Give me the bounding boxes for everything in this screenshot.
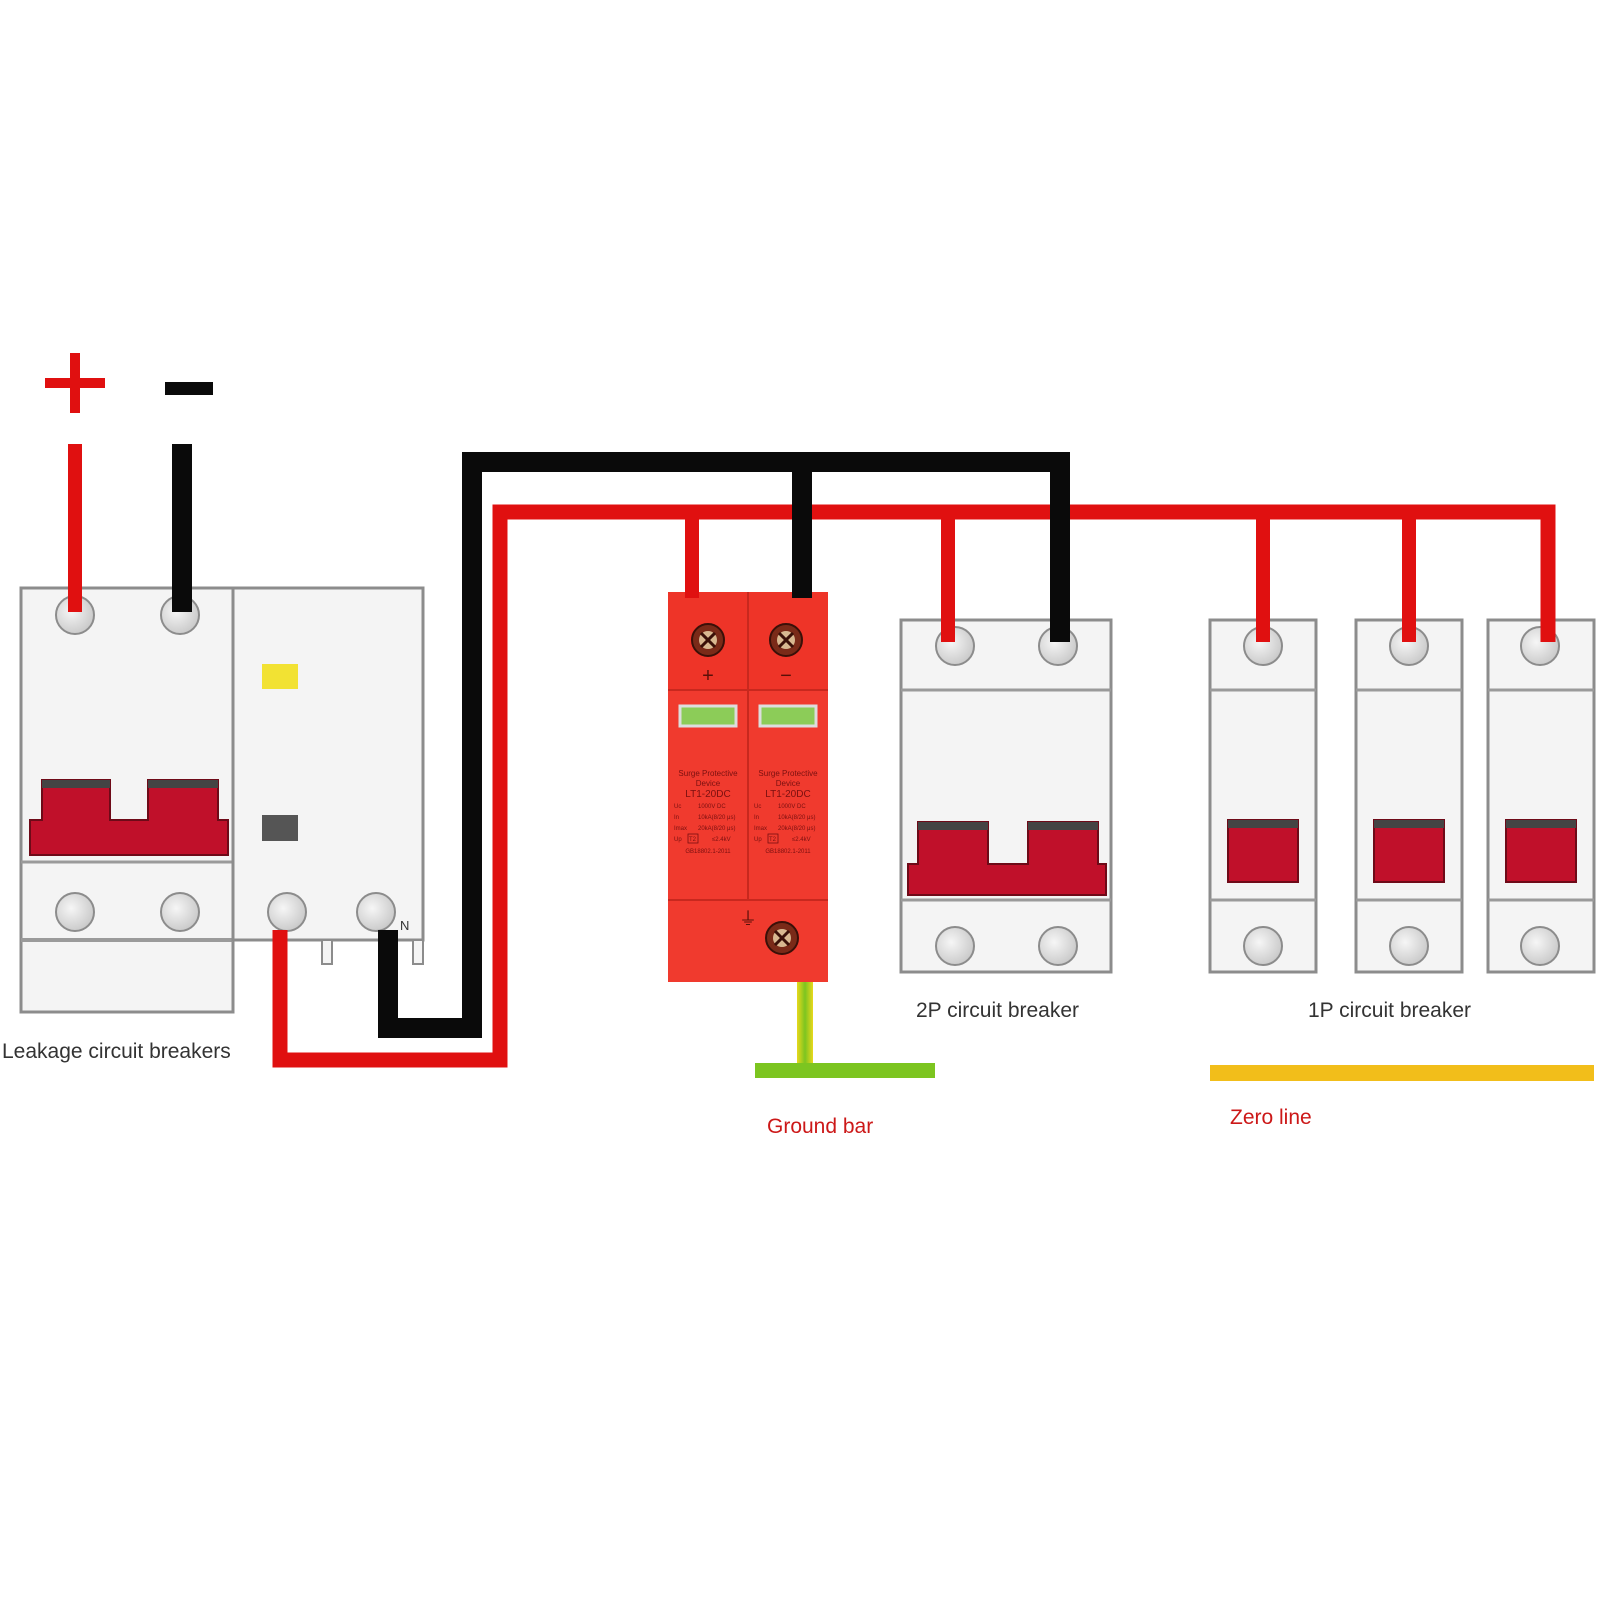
one-pole-breaker-label: 1P circuit breaker	[1308, 999, 1471, 1022]
svg-text:Imax: Imax	[674, 826, 687, 832]
spd-positive-screw	[691, 623, 725, 657]
leakage-breaker-toggle[interactable]	[29, 779, 229, 856]
svg-text:T2: T2	[689, 837, 697, 843]
negative-terminal-symbol	[165, 382, 213, 395]
one-pole-2-bottom-terminal	[1389, 926, 1429, 966]
svg-text:Device: Device	[696, 779, 721, 788]
two-pole-breaker-body	[899, 618, 1113, 974]
rcd-neutral-mark: N	[400, 918, 409, 933]
svg-text:Uc: Uc	[754, 804, 761, 810]
rcd-terminal-1	[267, 892, 307, 932]
negative-output-bus	[378, 452, 1070, 1038]
positive-terminal-symbol	[45, 353, 105, 413]
svg-text:GB18802.1-2011: GB18802.1-2011	[685, 849, 731, 855]
spd-right-indicator-window	[758, 704, 818, 728]
leakage-breakers-label: Leakage circuit breakers	[2, 1040, 231, 1063]
one-pole-circuit-breaker-1	[1208, 618, 1318, 974]
rcd-terminal-n	[356, 892, 396, 932]
svg-text:LT1-20DC: LT1-20DC	[685, 789, 730, 800]
one-pole-3-toggle[interactable]	[1505, 819, 1577, 883]
zero-line-label: Zero line	[1230, 1106, 1312, 1129]
svg-text:≤2.4kV: ≤2.4kV	[792, 837, 811, 843]
svg-text:Up: Up	[674, 837, 682, 843]
svg-text:Uc: Uc	[674, 804, 681, 810]
svg-text:Surge Protective: Surge Protective	[678, 769, 738, 778]
spd-left-module-label: Surge Protective Device LT1-20DC Uc 1000…	[674, 769, 738, 855]
leakage-bottom-terminal-1	[55, 892, 95, 932]
ground-bar-label: Ground bar	[767, 1115, 873, 1138]
svg-text:10kA(8/20 μs): 10kA(8/20 μs)	[778, 815, 815, 821]
leakage-circuit-breaker: N	[19, 586, 425, 1014]
one-pole-circuit-breaker-2	[1354, 618, 1464, 974]
svg-text:Up: Up	[754, 837, 762, 843]
svg-text:≤2.4kV: ≤2.4kV	[712, 837, 731, 843]
svg-text:GB18802.1-2011: GB18802.1-2011	[765, 849, 811, 855]
one-pole-1-toggle[interactable]	[1227, 819, 1299, 883]
svg-text:In: In	[674, 815, 679, 821]
spd-ground-symbol: ⏚	[739, 909, 757, 929]
surge-protective-device: + − Surge Protective Device LT1-20DC Uc …	[668, 592, 828, 982]
spd-ground-wire	[797, 982, 813, 1070]
spd-right-module-label: Surge Protective Device LT1-20DC Uc 1000…	[754, 769, 818, 855]
two-pole-circuit-breaker	[899, 618, 1113, 974]
two-pole-breaker-label: 2P circuit breaker	[916, 999, 1079, 1022]
svg-text:20kA(8/20 μs): 20kA(8/20 μs)	[778, 826, 815, 832]
two-pole-bottom-terminal-1	[935, 926, 975, 966]
svg-text:T2: T2	[769, 837, 777, 843]
spd-ground-screw	[765, 921, 799, 955]
two-pole-breaker-toggle[interactable]	[907, 821, 1107, 896]
svg-text:10kA(8/20 μs): 10kA(8/20 μs)	[698, 815, 735, 821]
svg-text:Imax: Imax	[754, 826, 767, 832]
spd-negative-symbol: −	[780, 665, 792, 687]
svg-text:Device: Device	[776, 779, 801, 788]
spd-left-indicator-window	[678, 704, 738, 728]
svg-text:Surge Protective: Surge Protective	[758, 769, 818, 778]
svg-text:1000V DC: 1000V DC	[698, 804, 726, 810]
rcd-module-body	[231, 586, 425, 942]
rcd-status-window	[262, 815, 298, 841]
leakage-bottom-terminal-2	[160, 892, 200, 932]
spd-negative-screw	[769, 623, 803, 657]
one-pole-circuit-breaker-3	[1486, 618, 1596, 974]
svg-text:20kA(8/20 μs): 20kA(8/20 μs)	[698, 826, 735, 832]
one-pole-2-toggle[interactable]	[1373, 819, 1445, 883]
rcd-test-indicator[interactable]	[262, 664, 298, 689]
one-pole-3-bottom-terminal	[1520, 926, 1560, 966]
zero-line-bar	[1210, 1065, 1594, 1081]
svg-text:1000V DC: 1000V DC	[778, 804, 806, 810]
one-pole-1-bottom-terminal	[1243, 926, 1283, 966]
positive-output-bus	[272, 504, 1556, 1068]
two-pole-bottom-terminal-2	[1038, 926, 1078, 966]
svg-text:In: In	[754, 815, 759, 821]
svg-text:LT1-20DC: LT1-20DC	[765, 789, 810, 800]
ground-bar	[755, 1063, 935, 1078]
spd-positive-symbol: +	[702, 665, 714, 687]
